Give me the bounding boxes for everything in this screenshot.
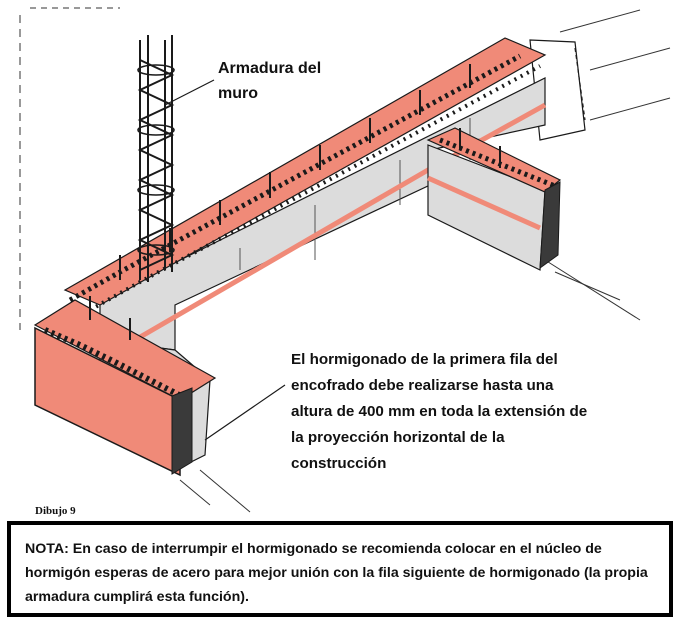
guide-line (559, 9, 641, 33)
guide-line (199, 469, 251, 513)
guide-line (554, 271, 621, 301)
guide-line (589, 97, 671, 121)
rebar-stubs (89, 64, 501, 340)
guide-line (179, 479, 211, 506)
note-box: NOTA: En caso de interrumpir el hormigon… (7, 521, 673, 617)
note-text: NOTA: En caso de interrumpir el hormigon… (25, 541, 648, 605)
return-wall-level-line (426, 175, 542, 231)
front-wall-cut-face (34, 326, 181, 477)
leader-line-armadura (164, 79, 215, 106)
leader-line-hormigonado (204, 384, 286, 441)
guide-line (589, 47, 671, 71)
front-wall-top (33, 299, 217, 401)
callout-armadura: Armadura del muro (218, 60, 322, 102)
figure-number: Dibujo 9 (35, 505, 76, 517)
return-wall-end (539, 181, 561, 270)
background-perspective-lines (19, 7, 671, 513)
formwork-wall-drawing (19, 7, 671, 513)
guide-line (544, 259, 641, 321)
front-wall-insulation-edge (171, 387, 193, 475)
long-wall-top-texture (68, 53, 522, 303)
rebar-cage (137, 35, 175, 282)
callout-hormigonado: El hormigonado de la primera fila del en… (291, 351, 588, 472)
rebar-stirrups (137, 64, 175, 256)
